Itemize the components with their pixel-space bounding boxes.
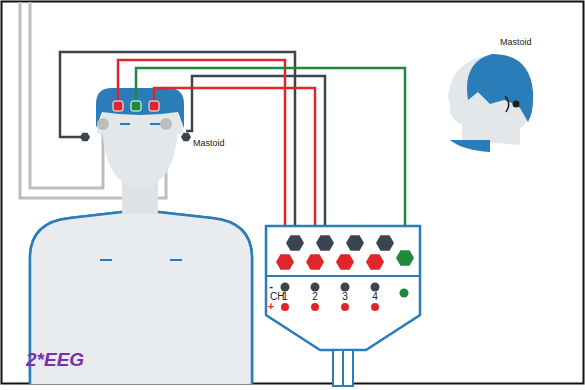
mastoid-label: Mastoid bbox=[193, 139, 225, 148]
channel-number: 3 bbox=[342, 292, 348, 302]
frame bbox=[2, 2, 584, 384]
amplifier bbox=[266, 226, 420, 386]
channel-number: 1 bbox=[282, 292, 288, 302]
electrodes bbox=[80, 101, 191, 141]
electrode-wires bbox=[60, 52, 405, 255]
figure-caption: 2*EEG bbox=[26, 350, 84, 369]
front-figure bbox=[30, 88, 252, 384]
channel-number: 4 bbox=[372, 292, 378, 302]
mastoid-label: Mastoid bbox=[500, 38, 532, 47]
side-head bbox=[448, 54, 533, 152]
channel-number: 2 bbox=[312, 292, 318, 302]
polarity-sign: - bbox=[269, 281, 273, 292]
polarity-sign: + bbox=[268, 301, 274, 312]
